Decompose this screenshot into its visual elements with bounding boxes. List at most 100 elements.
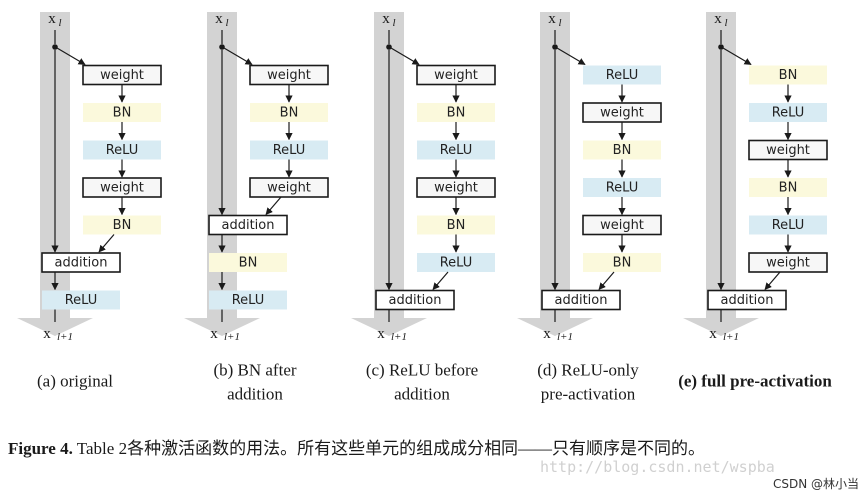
input-label: x: [215, 11, 223, 27]
branch-box-relu: ReLU: [417, 140, 495, 160]
branch-box-relu: ReLU: [583, 178, 661, 197]
figure-number: Figure 4.: [8, 439, 73, 458]
addition-box: addition: [541, 289, 621, 311]
branch-box-bn-label: BN: [113, 106, 132, 121]
branch-box-bn-label: BN: [113, 218, 132, 233]
branch-box-relu-rect: [583, 178, 661, 197]
after-box-relu: ReLU: [42, 290, 120, 310]
branch-box-weight: weight: [82, 64, 162, 86]
branch-box-relu-rect: [83, 140, 161, 160]
after-box-relu-label: ReLU: [232, 293, 265, 308]
branch-box-relu: ReLU: [417, 253, 495, 272]
branch-box-relu-rect: [583, 65, 661, 85]
branch-box-bn-label: BN: [447, 106, 466, 121]
addition-box-label: addition: [389, 293, 442, 308]
panel-caption-b: addition: [227, 385, 283, 404]
branch-box-bn: BN: [83, 215, 161, 235]
input-subscript: l: [58, 17, 61, 29]
output-subscript: l+1: [224, 331, 240, 343]
branch-box-weight: weight: [416, 64, 496, 86]
branch-box-relu-label: ReLU: [772, 218, 805, 233]
output-label: x: [210, 326, 218, 342]
branch-box-weight: weight: [416, 177, 496, 198]
output-label: x: [543, 326, 551, 342]
branch-box-relu-label: ReLU: [440, 143, 473, 158]
branch-box-bn: BN: [417, 103, 495, 122]
input-subscript: l: [724, 17, 727, 29]
output-subscript: l+1: [723, 331, 739, 343]
branch-box-weight-label: weight: [766, 256, 810, 271]
after-box-relu-rect: [209, 290, 287, 310]
branch-box-bn-rect: [250, 103, 328, 122]
output-subscript: l+1: [557, 331, 573, 343]
split-node: [718, 44, 724, 50]
addition-box: addition: [707, 289, 787, 311]
branch-start-line: [223, 47, 253, 66]
branch-box-weight-label: weight: [600, 218, 644, 233]
output-label: x: [377, 326, 385, 342]
branch-box-weight-label: weight: [600, 106, 644, 121]
branch-box-relu: ReLU: [749, 215, 827, 235]
panel-caption-d: pre-activation: [541, 385, 636, 404]
after-box-relu-rect: [42, 290, 120, 310]
input-label: x: [48, 11, 56, 27]
after-box-bn-rect: [209, 253, 287, 272]
split-node: [219, 44, 225, 50]
figure-caption-text: Table 2各种激活函数的用法。所有这些单元的组成成分相同——只有顺序是不同的…: [72, 439, 706, 458]
addition-box-rect: [41, 252, 121, 273]
branch-box-relu-rect: [250, 140, 328, 160]
branch-box-relu-label: ReLU: [606, 68, 639, 83]
branch-box-weight: weight: [249, 177, 329, 198]
after-box-relu: ReLU: [209, 290, 287, 310]
addition-box-rect: [375, 289, 455, 311]
branch-box-weight: weight: [582, 214, 662, 236]
after-box-relu-label: ReLU: [65, 293, 98, 308]
credit-text: CSDN @林小当: [772, 477, 859, 491]
branch-start-line: [56, 47, 86, 66]
branch-box-bn-rect: [83, 215, 161, 235]
branch-box-relu-rect: [417, 253, 495, 272]
branch-box-bn-label: BN: [613, 256, 632, 271]
branch-box-bn-rect: [583, 253, 661, 272]
split-node: [552, 44, 558, 50]
addition-box: addition: [208, 214, 288, 236]
addition-box-rect: [707, 289, 787, 311]
input-subscript: l: [392, 17, 395, 29]
input-label: x: [382, 11, 390, 27]
branch-start-line: [722, 47, 752, 66]
panel-caption-c: (c) ReLU before: [366, 361, 478, 380]
input-subscript: l: [558, 17, 561, 29]
output-subscript: l+1: [391, 331, 407, 343]
output-subscript: l+1: [57, 331, 73, 343]
branch-box-bn-label: BN: [280, 106, 299, 121]
branch-merge-line: [432, 271, 449, 291]
branch-box-bn-rect: [417, 103, 495, 122]
branch-box-relu-label: ReLU: [106, 143, 139, 158]
branch-box-weight: weight: [748, 252, 828, 273]
addition-box-label: addition: [222, 218, 275, 233]
addition-box-label: addition: [555, 293, 608, 308]
branch-box-relu: ReLU: [749, 103, 827, 122]
output-label: x: [709, 326, 717, 342]
branch-box-relu-label: ReLU: [606, 181, 639, 196]
split-node: [52, 44, 58, 50]
branch-box-bn-rect: [749, 65, 827, 85]
branch-box-relu: ReLU: [83, 140, 161, 160]
branch-box-weight: weight: [748, 139, 828, 161]
branch-box-relu: ReLU: [250, 140, 328, 160]
branch-box-bn-label: BN: [779, 181, 798, 196]
branch-box-relu: ReLU: [583, 65, 661, 85]
branch-box-bn: BN: [583, 253, 661, 272]
branch-box-relu-label: ReLU: [273, 143, 306, 158]
branch-box-relu-label: ReLU: [772, 106, 805, 121]
addition-box: addition: [41, 252, 121, 273]
panel-caption-a: (a) original: [37, 372, 113, 391]
branch-start-line: [556, 47, 586, 66]
branch-box-weight-label: weight: [100, 181, 144, 196]
branch-box-weight-label: weight: [267, 181, 311, 196]
branch-merge-line: [598, 271, 615, 291]
